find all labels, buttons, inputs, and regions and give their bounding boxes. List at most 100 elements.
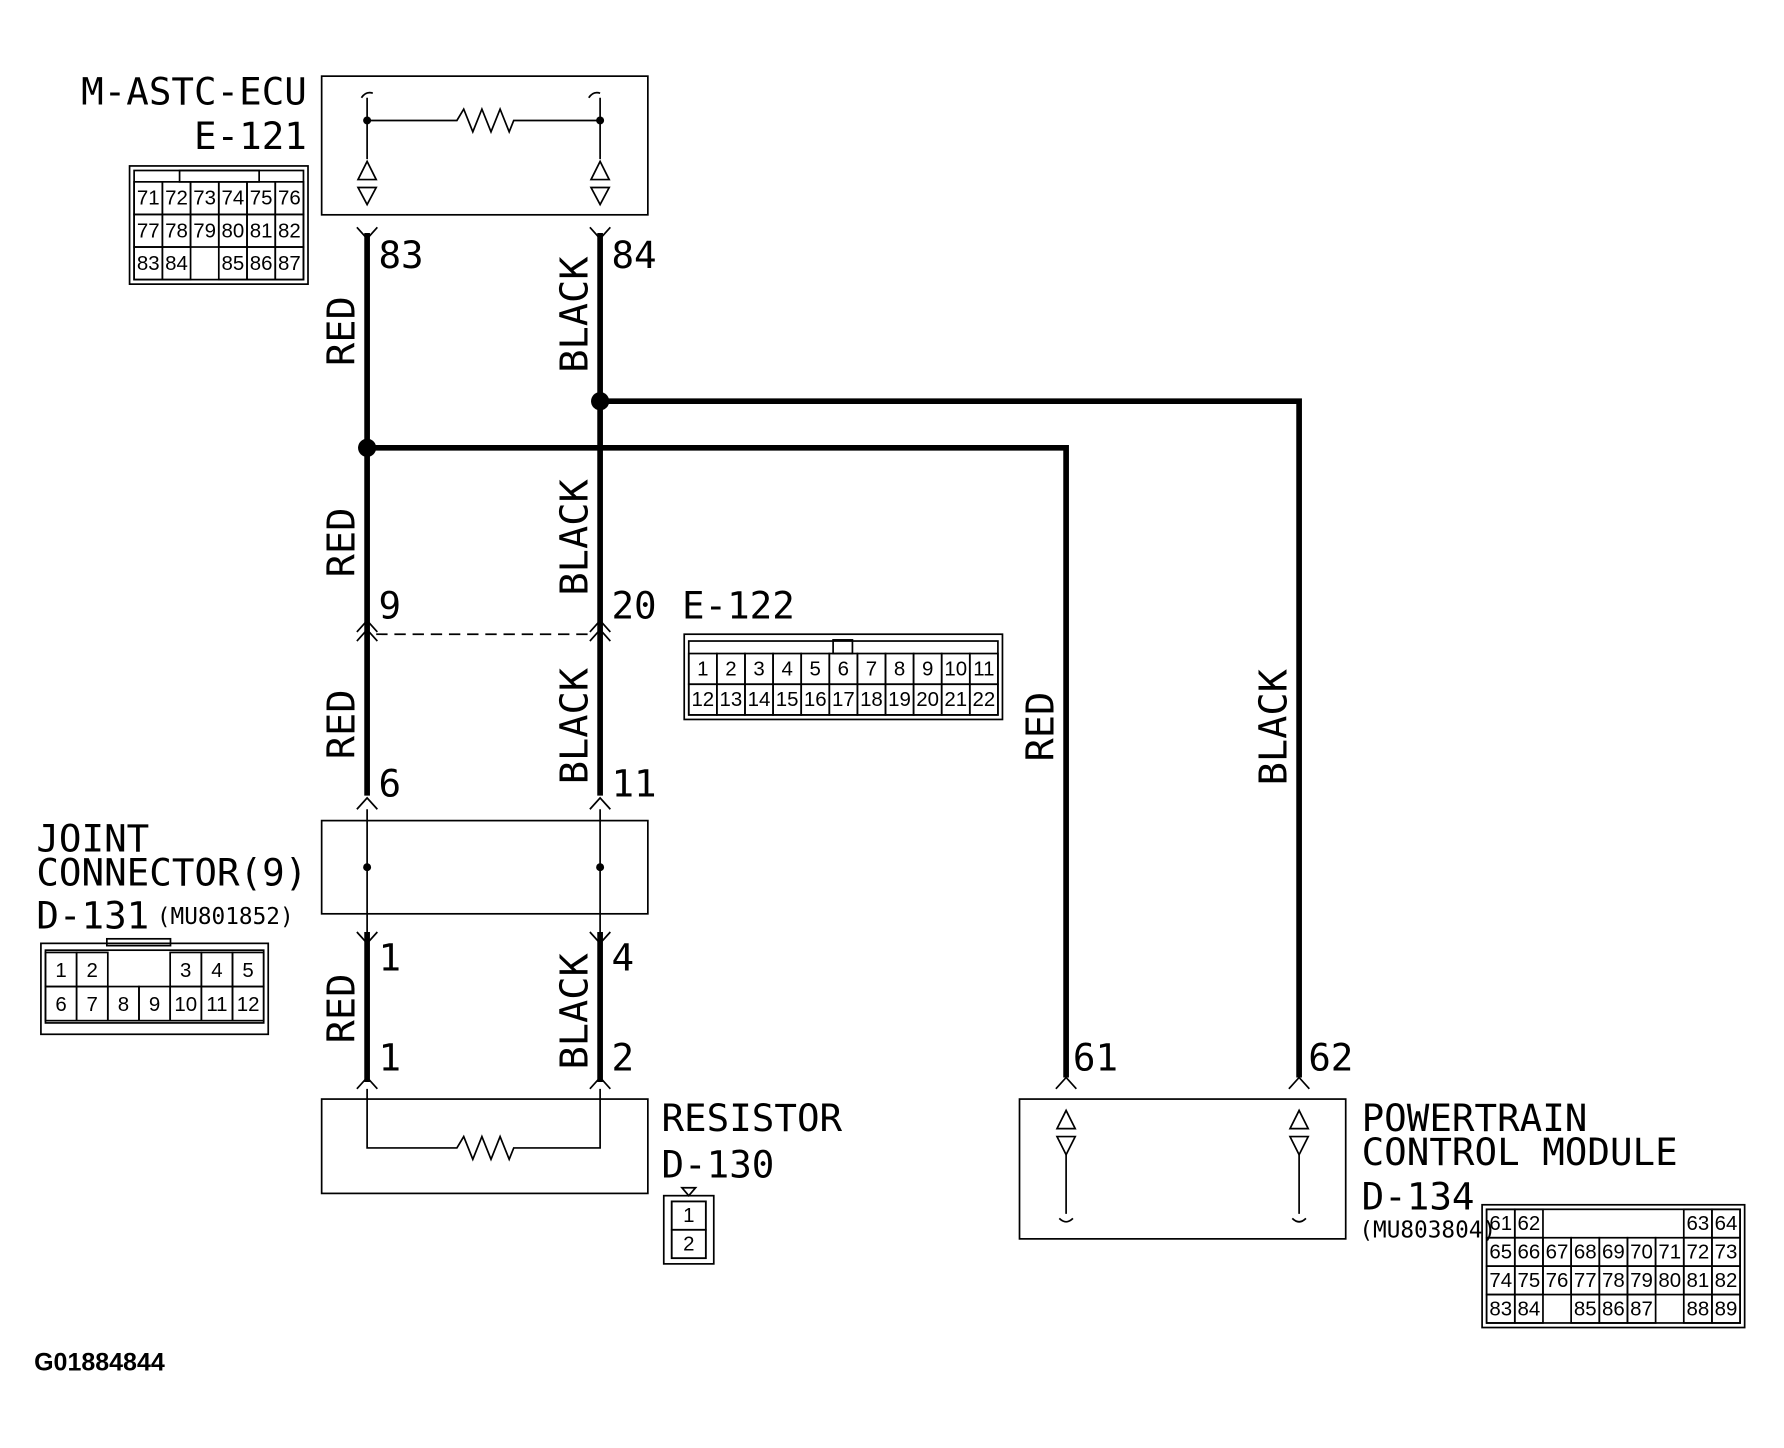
- e121-pin-label: 85: [222, 252, 245, 275]
- wire-label-red-3: RED: [320, 689, 365, 759]
- d134-pin-label: 82: [1715, 1269, 1738, 1292]
- e121-pin-cell: [161, 246, 192, 281]
- e121-pin-label: 77: [137, 219, 160, 242]
- e122-pin-label: 8: [894, 657, 905, 680]
- e121-pin-label: 78: [165, 219, 188, 242]
- d131-pin-label: 8: [118, 993, 129, 1016]
- e122-pin-label: 19: [888, 688, 911, 711]
- black-splice-icon: [591, 392, 610, 411]
- d134-pin-label: 75: [1518, 1269, 1541, 1292]
- wire-color-labels: RED BLACK RED BLACK RED BLACK RED BLACK …: [320, 256, 1297, 1070]
- d131-pin-label: 6: [55, 993, 66, 1016]
- d134-pin-label: 81: [1686, 1269, 1709, 1292]
- joint-part-no: (MU801852): [157, 904, 294, 930]
- d134-pin-label: 76: [1546, 1269, 1569, 1292]
- d134-pin-cell: [1626, 1293, 1657, 1324]
- d131-pin-label: 11: [206, 993, 227, 1016]
- pcm-part-no: (MU803804): [1359, 1218, 1496, 1244]
- d134-pin-label: 78: [1602, 1269, 1625, 1292]
- e122-pin-label: 16: [804, 688, 827, 711]
- d131-pin-label: 3: [180, 959, 191, 982]
- d134-pin-label: 72: [1686, 1240, 1709, 1263]
- d134-pin-label: 63: [1686, 1212, 1709, 1235]
- resistor-icon: [366, 1088, 601, 1162]
- e122-pin-label: 20: [916, 688, 939, 711]
- d134-pin-label: 66: [1518, 1240, 1541, 1263]
- d131-pin-cell: [231, 985, 265, 1022]
- e121-pin-label: 80: [222, 219, 245, 242]
- e122-pin-label: 4: [781, 657, 792, 680]
- pcm-component: POWERTRAIN CONTROL MODULE D-134 (MU80380…: [1018, 1096, 1746, 1329]
- d131-pin-label: 7: [87, 993, 98, 1016]
- d134-pin-label: 61: [1489, 1212, 1512, 1235]
- d131-pin-label: 2: [87, 959, 98, 982]
- d131-pin-label: 10: [174, 993, 197, 1016]
- joint-code: D-131: [36, 894, 149, 938]
- d134-pin-label: 85: [1574, 1297, 1597, 1320]
- e121-pin-label: 79: [193, 219, 216, 242]
- e121-pin-label: 74: [222, 187, 245, 210]
- d134-pin-label: 79: [1630, 1269, 1653, 1292]
- d134-pin-label: 86: [1602, 1297, 1625, 1320]
- pin-joint-6: 6: [378, 762, 401, 806]
- pin-joint-4: 4: [611, 936, 634, 980]
- pin-pcm-61: 61: [1073, 1036, 1118, 1080]
- ecu-box: [320, 75, 649, 216]
- d134-pin-label: 74: [1489, 1269, 1512, 1292]
- pin-joint-1: 1: [378, 936, 401, 980]
- e121-pin-label: 72: [165, 187, 188, 210]
- ecu-component: M-ASTC-ECU E-121: [81, 70, 649, 216]
- figure-id: G01884844: [34, 1349, 165, 1377]
- pin-e122-9: 9: [378, 583, 401, 627]
- e122-pin-label: 18: [860, 688, 883, 711]
- e122-pin-label: 10: [944, 657, 967, 680]
- pcm-code: D-134: [1362, 1174, 1475, 1218]
- joint-box: [320, 819, 649, 915]
- d131-pin-label: 12: [237, 993, 260, 1016]
- e122-pin-label: 5: [810, 657, 821, 680]
- pin-e122-20: 20: [611, 583, 656, 627]
- d134-pin-label: 68: [1574, 1240, 1597, 1263]
- pin-ecu-84: 84: [611, 233, 656, 277]
- red-branch-to-pcm: [367, 444, 1069, 1078]
- d134-pin-label: 77: [1574, 1269, 1597, 1292]
- resistor-component: RESISTOR D-130 12: [320, 1088, 843, 1265]
- wire-harness: [356, 226, 1310, 1090]
- e122-pin-label: 11: [973, 657, 994, 680]
- resistor-code: D-130: [661, 1142, 774, 1186]
- pcm-terminal-icons: [1055, 1108, 1310, 1223]
- joint-name-1: JOINT: [36, 816, 149, 860]
- d134-pin-label: 67: [1546, 1240, 1569, 1263]
- pcm-name-1: POWERTRAIN: [1362, 1096, 1588, 1140]
- e122-pin-label: 21: [944, 688, 967, 711]
- d134-pin-label: 70: [1630, 1240, 1653, 1263]
- e121-pin-cell: [274, 246, 305, 281]
- e121-pin-label: 73: [193, 187, 216, 210]
- e121-pin-label: 84: [165, 252, 188, 275]
- e121-pin-label: 86: [250, 252, 273, 275]
- e122-pin-label: 7: [866, 657, 877, 680]
- resistor-box: [320, 1098, 649, 1195]
- d134-pin-label: 88: [1686, 1297, 1709, 1320]
- wire-label-red-4: RED: [320, 974, 365, 1044]
- d134-pin-label: 69: [1602, 1240, 1625, 1263]
- e122-pin-label: 22: [972, 688, 995, 711]
- wire-label-black-1: BLACK: [553, 256, 598, 373]
- d130-pin-cell: [670, 1228, 707, 1260]
- pin-numbers: 83 84 9 20 6 11 1 4 1 2 61 62: [378, 233, 1353, 1079]
- d134-pin-label: 64: [1715, 1212, 1738, 1235]
- e122-pin-label: 2: [725, 657, 736, 680]
- d134-pin-label: 65: [1489, 1240, 1512, 1263]
- e121-pin-label: 82: [278, 219, 301, 242]
- d131-pin-label: 4: [211, 959, 222, 982]
- wire-label-black-5: BLACK: [1252, 668, 1297, 785]
- d131-pin-label: 9: [149, 993, 160, 1016]
- e122-pin-label: 3: [753, 657, 764, 680]
- ecu-internal-resistor-icon: [356, 91, 611, 207]
- pin-res-2: 2: [611, 1036, 634, 1080]
- d134-pin-label: 83: [1489, 1297, 1512, 1320]
